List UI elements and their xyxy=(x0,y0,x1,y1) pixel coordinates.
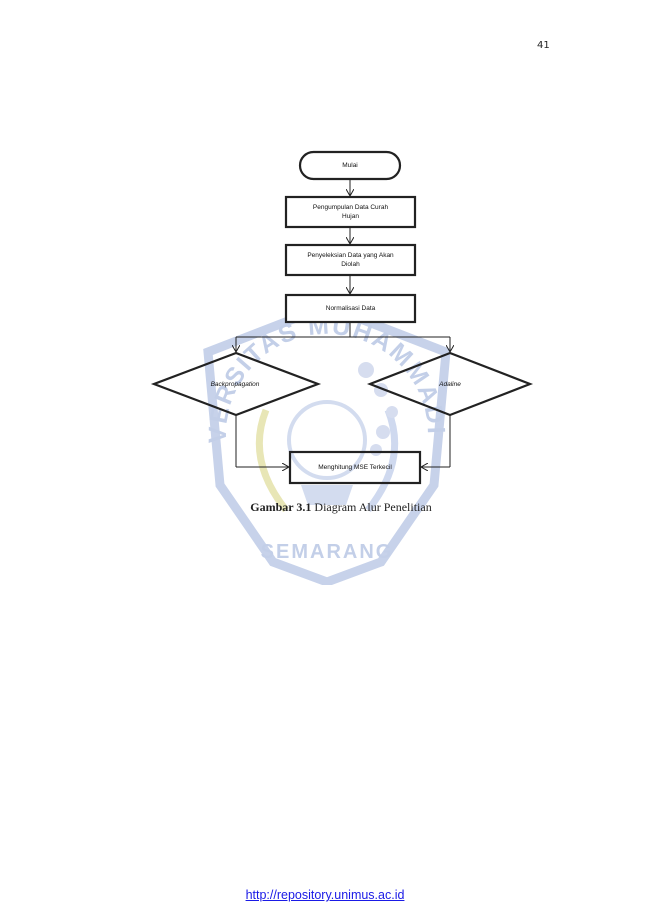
step2-label-line1: Penyeleksian Data yang Akan xyxy=(307,252,394,259)
step2-label-line2: Diolah xyxy=(341,261,360,268)
step1-label-line2: Hujan xyxy=(342,213,359,220)
process-box-1 xyxy=(284,195,417,229)
end-label: Menghitung MSE Terkecil xyxy=(318,464,392,471)
step1-label: Pengumpulan Data Curah Hujan xyxy=(286,197,415,227)
process-box-final xyxy=(288,450,422,485)
university-logo-watermark: UNIVERSITAS MUHAMMADIYAH SEMARANG xyxy=(196,300,451,585)
repository-link[interactable]: http://repository.unimus.ac.id xyxy=(245,888,405,902)
figure-caption-text: Diagram Alur Penelitian xyxy=(311,500,432,514)
process-box-2 xyxy=(284,243,417,277)
step1-label-line1: Pengumpulan Data Curah xyxy=(312,204,389,211)
page-number: 41 xyxy=(537,40,550,51)
branch-right-label: Adaline xyxy=(439,380,461,388)
svg-text:SEMARANG: SEMARANG xyxy=(261,541,394,563)
step2-label: Penyeleksian Data yang Akan Diolah xyxy=(286,245,415,275)
process-box-3 xyxy=(284,293,417,324)
figure-caption-label: Gambar 3.1 xyxy=(250,500,312,514)
branch-left-label: Backpropagation xyxy=(210,380,260,388)
figure-caption: Gambar 3.1 Diagram Alur Penelitian xyxy=(0,500,650,515)
start-label: Mulai xyxy=(342,162,358,169)
step3-label: Normalisasi Data xyxy=(325,305,376,312)
